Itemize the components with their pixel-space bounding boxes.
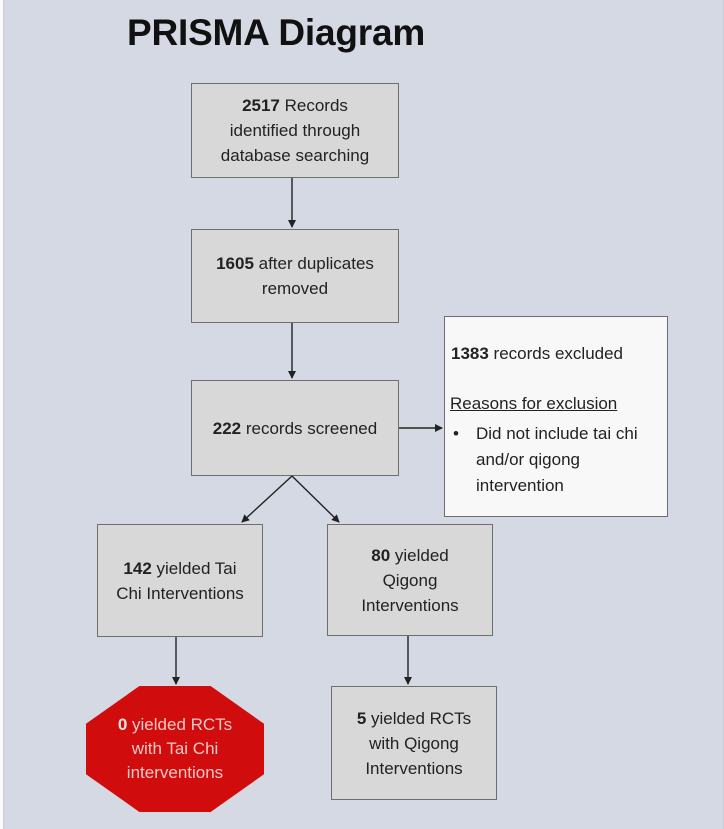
records-excluded-text: 1383 records excluded bbox=[451, 344, 624, 363]
qigong-rcts-count: 5 bbox=[356, 708, 367, 728]
exclusion-reasons-heading: Reasons for exclusion bbox=[450, 394, 618, 413]
tai-chi-rcts-octagon bbox=[86, 686, 264, 812]
qigong-interventions-text: 80 yielded Qigong Interventions bbox=[361, 545, 459, 615]
records-excluded-count: 1383 bbox=[451, 344, 489, 363]
after-duplicates-box: 1605 after duplicates removed bbox=[191, 229, 399, 323]
exclusion-reason: Did not include tai chi and/or qigong in… bbox=[476, 424, 638, 495]
diagram-title: PRISMA Diagram bbox=[127, 12, 426, 53]
qigong-interventions-box: 80 yielded Qigong Interventions bbox=[327, 524, 493, 636]
qigong-rcts-text: 5 yielded RCTs with Qigong Interventions bbox=[356, 708, 472, 778]
records-identified-box: 2517 Records identified through database… bbox=[191, 83, 399, 178]
records-identified-text: 2517 Records identified through database… bbox=[220, 96, 370, 165]
records-screened-text: 222 records screened bbox=[212, 418, 378, 438]
after-duplicates-count: 1605 bbox=[216, 254, 254, 273]
bullet-marker: • bbox=[453, 424, 459, 443]
tai-chi-interventions-box: 142 yielded Tai Chi Interventions bbox=[97, 524, 263, 637]
arrow-screened-to-tai-chi bbox=[241, 475, 293, 523]
flow-arrows bbox=[172, 178, 443, 685]
tai-chi-count: 142 bbox=[123, 558, 152, 578]
records-identified-count: 2517 bbox=[242, 96, 280, 115]
after-duplicates-text: 1605 after duplicates removed bbox=[216, 254, 374, 298]
diagram-canvas: PRISMA Diagram 2517 Records identified t… bbox=[3, 0, 724, 829]
records-screened-count: 222 bbox=[212, 418, 242, 438]
tai-chi-rcts-text: 0 yielded RCTs with Tai Chi intervention… bbox=[117, 715, 233, 782]
records-screened-box: 222 records screened bbox=[191, 380, 399, 476]
qigong-count: 80 bbox=[371, 545, 391, 565]
qigong-rcts-box: 5 yielded RCTs with Qigong Interventions bbox=[331, 686, 497, 800]
tai-chi-interventions-text: 142 yielded Tai Chi Interventions bbox=[116, 558, 244, 603]
tai-chi-rcts-count: 0 bbox=[117, 715, 128, 734]
arrow-screened-to-qigong bbox=[291, 475, 340, 523]
records-excluded-box: 1383 records excluded Reasons for exclus… bbox=[444, 316, 668, 517]
